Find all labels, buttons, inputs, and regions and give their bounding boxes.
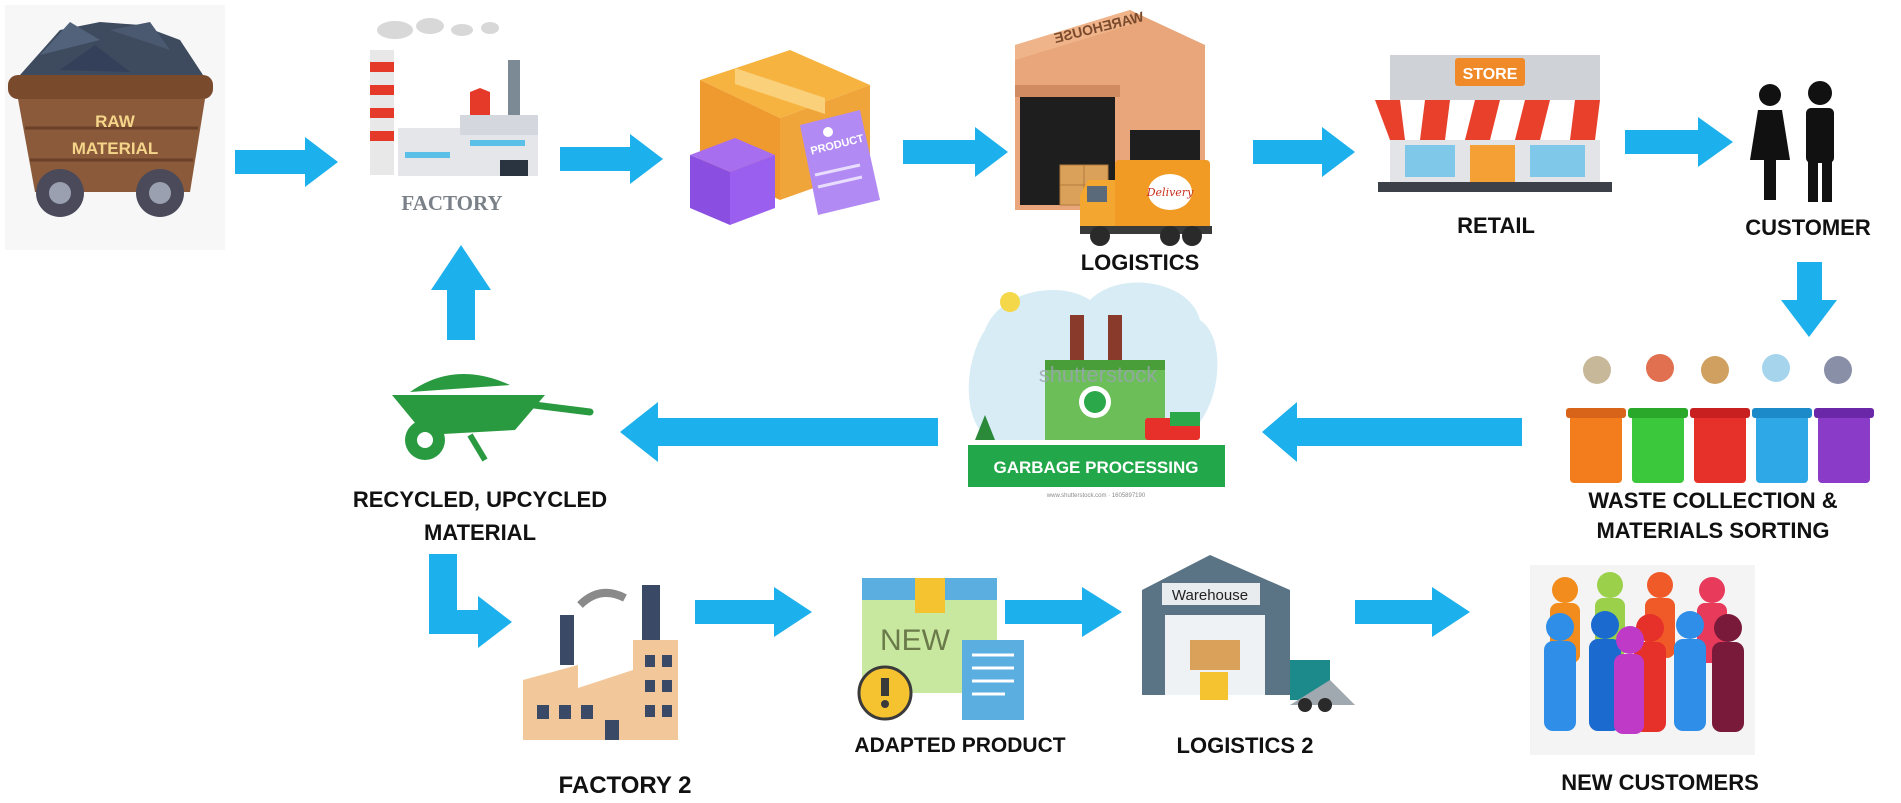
factory-icon (370, 18, 538, 176)
logistics2-label: LOGISTICS 2 (1177, 733, 1314, 758)
raw-material-label-line2: MATERIAL (72, 139, 159, 158)
crowd-front-row (1544, 611, 1744, 734)
adapted-new-text: NEW (880, 624, 951, 657)
arrow-raw-to-factory (235, 137, 338, 187)
recycled-label-line1: RECYCLED, UPCYCLED (353, 487, 607, 512)
logistics-label: LOGISTICS (1081, 250, 1200, 275)
customer-label: CUSTOMER (1745, 215, 1871, 240)
crowd-icon (1530, 565, 1755, 755)
store-sign: STORE (1463, 66, 1518, 83)
garbage-footer: www.shutterstock.com · 1605897190 (1046, 493, 1146, 499)
arrow-logistics2-to-newcustomers (1355, 587, 1470, 637)
arrow-waste-to-garbage (1262, 402, 1522, 462)
people-icon (1750, 81, 1834, 202)
arrow-garbage-to-recycled (620, 402, 938, 462)
arrow-factory-to-product (560, 134, 663, 184)
arrow-adapted-to-logistics2 (1005, 587, 1122, 637)
warehouse2-sign: Warehouse (1172, 587, 1248, 604)
factory2-label: FACTORY 2 (559, 772, 692, 799)
waste-items (1583, 354, 1852, 384)
waste-bins-icon (1566, 354, 1874, 483)
arrow-customer-to-waste (1781, 262, 1837, 337)
arrow-retail-to-customer (1625, 117, 1733, 167)
factory-label: FACTORY (401, 191, 502, 215)
delivery-truck-icon (1080, 160, 1212, 246)
arrow-factory2-to-adapted (695, 587, 812, 637)
warehouse2-icon (1142, 555, 1355, 712)
raw-material-label-line1: RAW (95, 112, 136, 131)
arrow-recycled-to-factory2 (429, 554, 512, 648)
recycled-label-line2: MATERIAL (424, 520, 536, 545)
arrow-product-to-warehouse (903, 127, 1008, 177)
retail-label: RETAIL (1457, 213, 1535, 238)
waste-label-line1: WASTE COLLECTION & (1588, 488, 1837, 513)
arrows (235, 117, 1837, 648)
ore-cart-icon (5, 5, 225, 250)
new-product-icon (857, 578, 1024, 721)
garbage-watermark: shutterstock (1039, 362, 1159, 387)
arrow-logistics-to-retail (1253, 127, 1355, 177)
garbage-plant-icon (968, 282, 1218, 440)
truck-delivery-text: Delivery (1146, 186, 1194, 199)
wheelbarrow-icon (392, 374, 594, 462)
arrow-recycled-to-factory (431, 245, 491, 340)
new-customers-label: NEW CUSTOMERS (1561, 770, 1759, 795)
waste-label-line2: MATERIALS SORTING (1596, 518, 1829, 543)
product-box-icon (690, 50, 880, 225)
garbage-banner (968, 445, 1225, 487)
factory2-icon (523, 585, 678, 740)
store-icon (1375, 55, 1615, 192)
adapted-label: ADAPTED PRODUCT (854, 734, 1065, 757)
garbage-label: GARBAGE PROCESSING (994, 458, 1199, 477)
